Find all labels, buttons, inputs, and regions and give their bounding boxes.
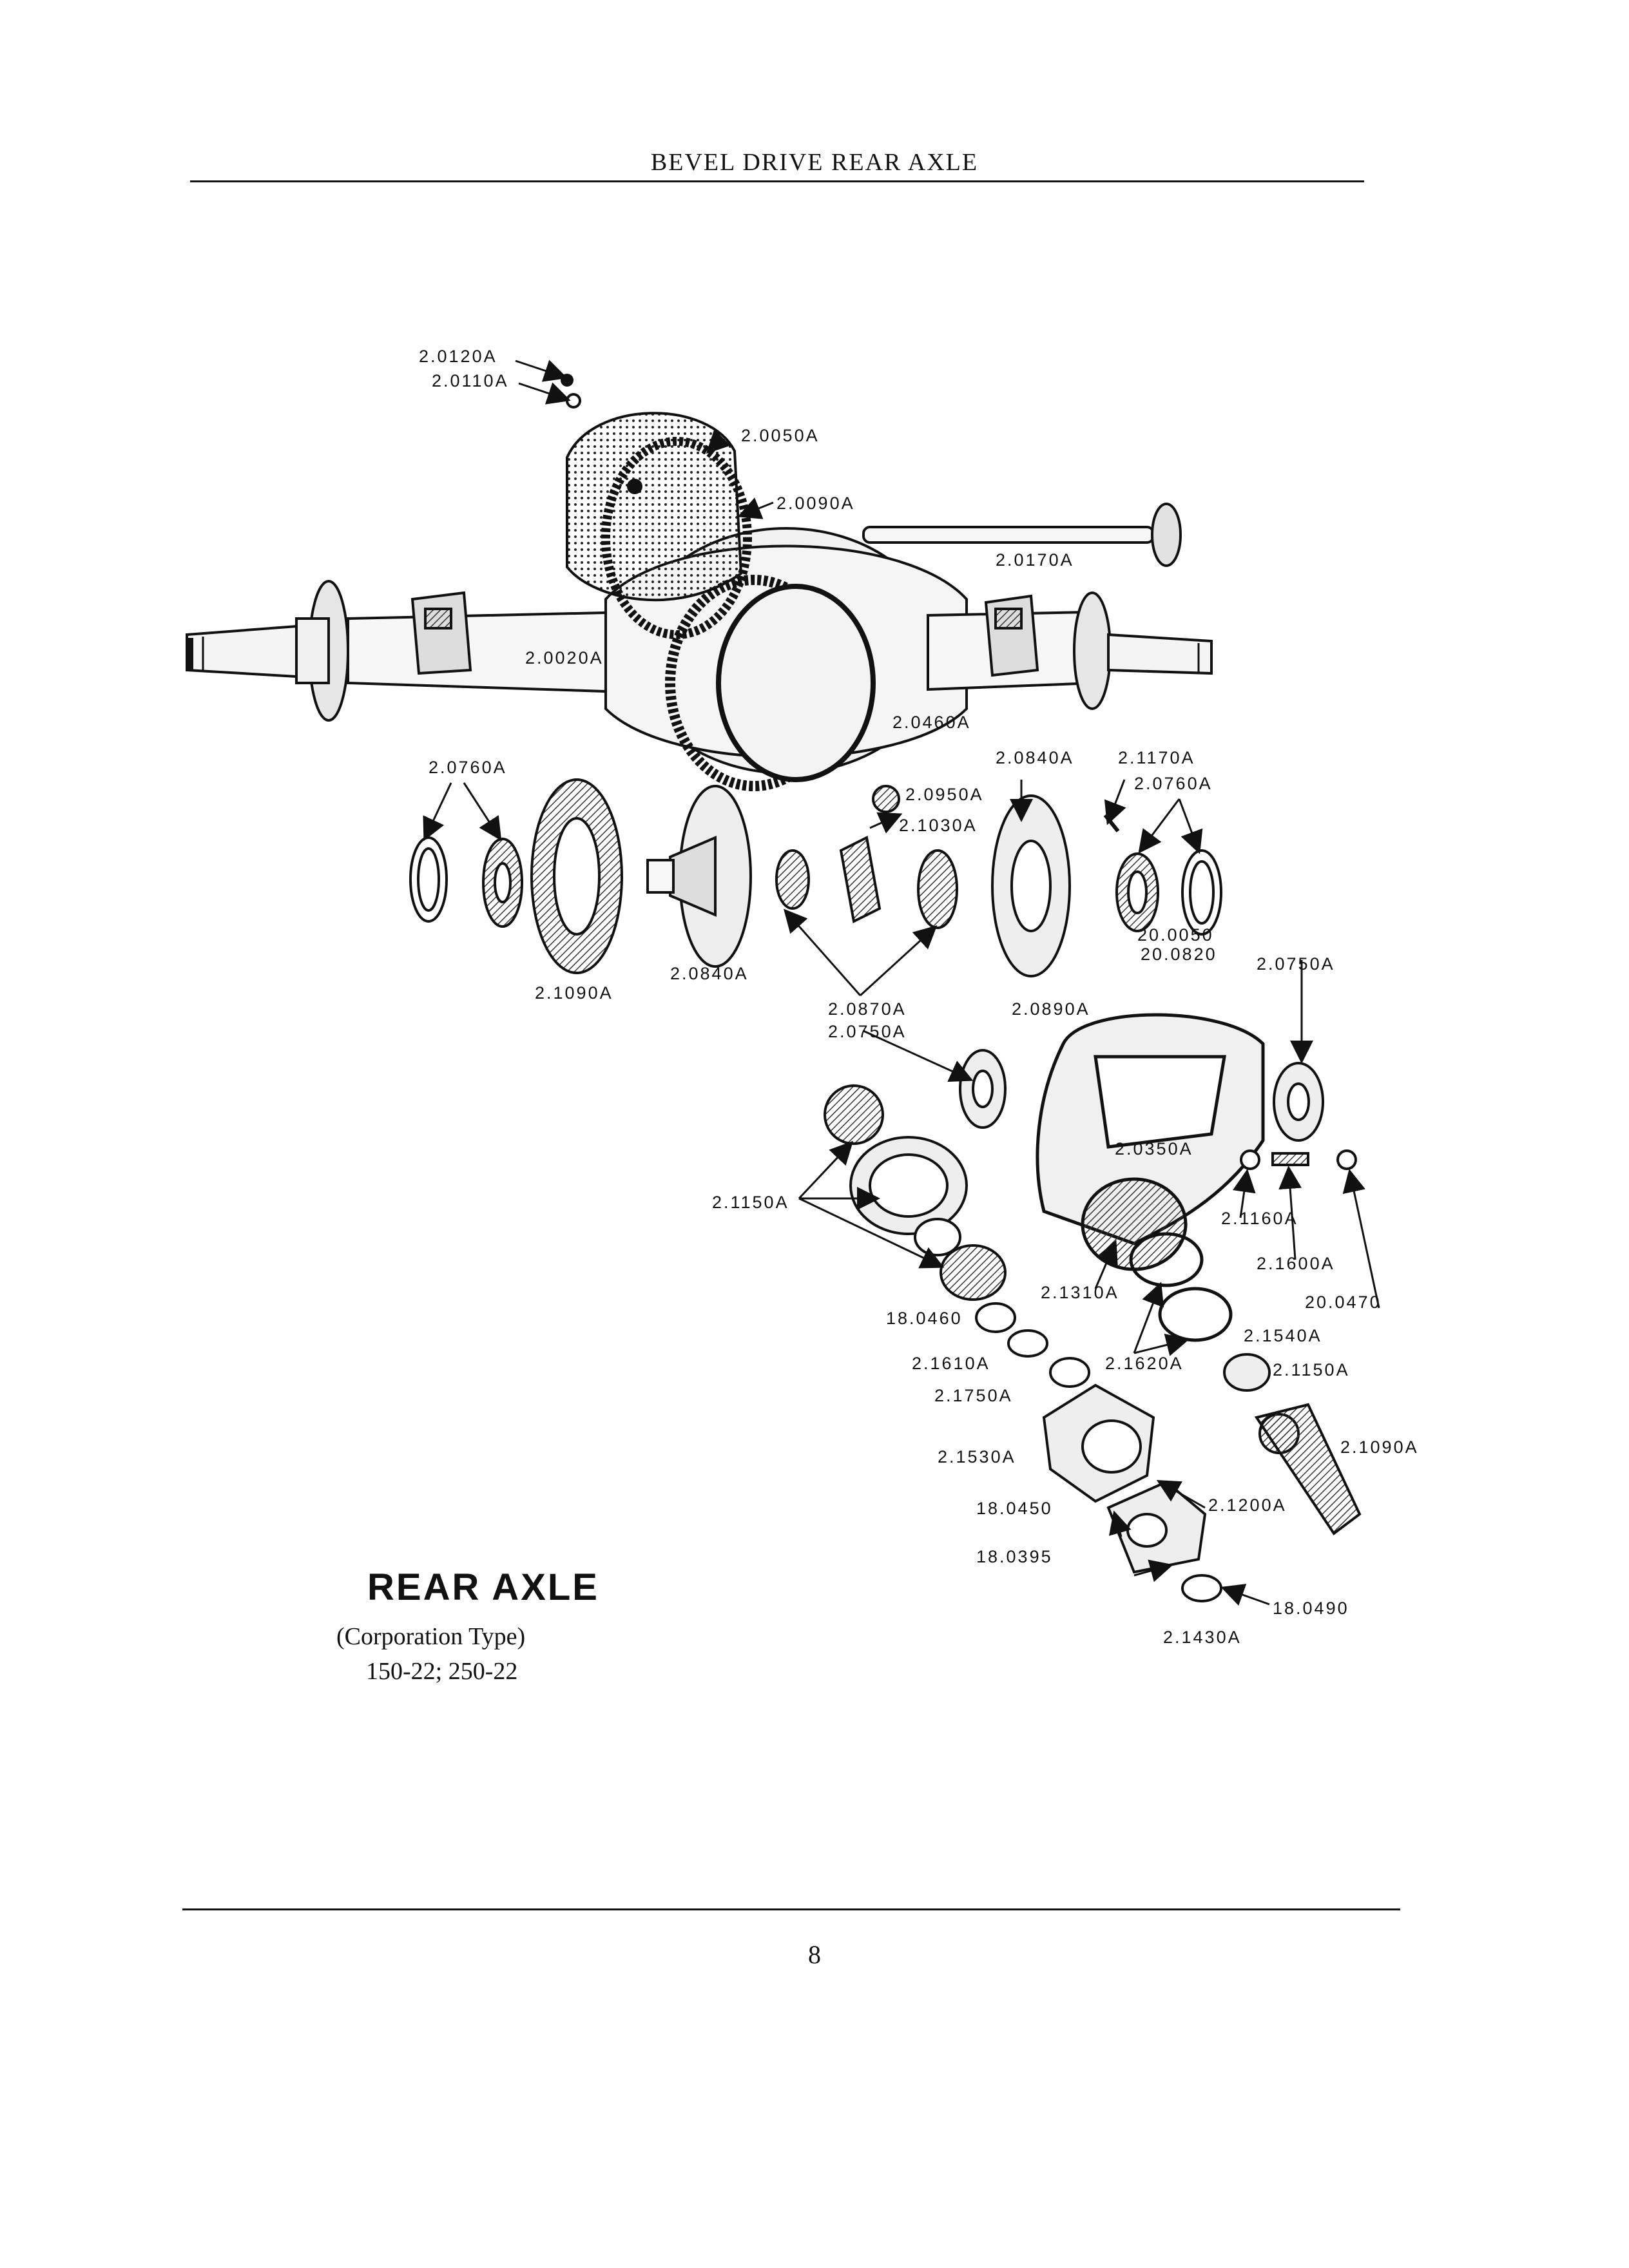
pinion-gasket-rings [1129, 1232, 1233, 1342]
callout-labels: 2.0120A 2.0110A 2.0050A 2.0090A 2.0170A … [419, 347, 1419, 1647]
callout-2-1200a: 2.1200A [1208, 1495, 1287, 1515]
callout-18-0450: 18.0450 [976, 1499, 1053, 1518]
callout-2-1160a: 2.1160A [1221, 1209, 1298, 1228]
leader-lines [423, 360, 1380, 1606]
callout-2-0760a-right: 2.0760A [1134, 774, 1213, 793]
bearing-cone-left [482, 838, 523, 928]
drive-pinion [1223, 1353, 1362, 1535]
right-adjusting-nut [1273, 1062, 1324, 1142]
caption-models: 150-22; 250-22 [366, 1658, 518, 1685]
carrier-housing [1036, 1013, 1265, 1271]
callout-2-0350a: 2.0350A [1115, 1139, 1193, 1158]
universal-joint-flange [1106, 1480, 1207, 1574]
side-gear [775, 849, 810, 910]
callout-2-1150a-left: 2.1150A [712, 1193, 789, 1212]
differential-case-half [646, 785, 752, 968]
axle-shaft [862, 503, 1182, 567]
side-gear-right [917, 849, 958, 929]
callout-18-0490: 18.0490 [1273, 1599, 1349, 1618]
callout-2-1430a: 2.1430A [1163, 1628, 1242, 1647]
callout-2-0840a-bottom: 2.0840A [670, 964, 749, 983]
callout-2-1170a: 2.1170A [1118, 748, 1195, 767]
callout-2-1540a: 2.1540A [1244, 1326, 1322, 1345]
caption-title: REAR AXLE [367, 1566, 599, 1608]
callout-18-0460: 18.0460 [886, 1309, 963, 1328]
callout-2-1090a-top: 2.1090A [535, 983, 613, 1003]
page-header: BEVEL DRIVE REAR AXLE [650, 149, 979, 176]
callout-2-0110a: 2.0110A [432, 371, 509, 390]
callout-2-0950a: 2.0950A [905, 785, 984, 804]
caption-subtitle: (Corporation Type) [336, 1623, 526, 1650]
adjusting-screw [1240, 1149, 1357, 1170]
adjusting-nut [959, 1049, 1007, 1129]
lock-pin [1103, 814, 1120, 832]
callout-2-0750a-left: 2.0750A [828, 1022, 907, 1041]
bearing-cone-right [1115, 852, 1159, 932]
callout-2-1530a: 2.1530A [938, 1447, 1016, 1466]
housing-cover [566, 412, 743, 602]
callout-20-0820: 20.0820 [1141, 945, 1217, 964]
callout-2-0170a: 2.0170A [996, 550, 1074, 570]
callout-2-0020a: 2.0020A [525, 648, 604, 668]
callout-2-1090a-right: 2.1090A [1340, 1437, 1419, 1457]
callout-2-0750a-right: 2.0750A [1257, 954, 1335, 974]
ring-gear [530, 778, 623, 974]
callout-2-1150a-right: 2.1150A [1273, 1360, 1350, 1379]
callout-20-0470: 20.0470 [1305, 1293, 1382, 1312]
callout-2-0760a-left: 2.0760A [429, 758, 507, 777]
header-rule [190, 180, 1364, 182]
carrier-opening [716, 584, 876, 782]
callout-2-1030a: 2.1030A [899, 816, 978, 835]
callout-2-1600a: 2.1600A [1257, 1254, 1335, 1273]
footer-rule [182, 1908, 1400, 1910]
bearing-cup-left [409, 836, 448, 923]
callout-2-0890a: 2.0890A [1012, 999, 1090, 1019]
callout-2-0460a: 2.0460A [892, 713, 971, 732]
pinion-retainer [1042, 1383, 1155, 1503]
callout-2-1610a: 2.1610A [912, 1354, 990, 1373]
callout-2-0120a: 2.0120A [419, 347, 497, 366]
callout-2-1750a: 2.1750A [934, 1386, 1013, 1405]
bearing-cup-right [1181, 849, 1222, 936]
callout-2-0050a: 2.0050A [741, 426, 820, 445]
differential-case-right [991, 794, 1071, 977]
callout-20-0050: 20.0050 [1137, 925, 1214, 945]
callout-2-0870a: 2.0870A [828, 999, 907, 1019]
washer [566, 393, 581, 408]
page-number: 8 [808, 1940, 821, 1969]
callout-2-1310a: 2.1310A [1041, 1283, 1119, 1302]
pinion-spider [839, 836, 882, 923]
callout-2-0090a: 2.0090A [776, 494, 855, 513]
callout-2-0840a-top: 2.0840A [996, 748, 1074, 767]
callout-18-0395: 18.0395 [976, 1547, 1053, 1566]
callout-2-1620a: 2.1620A [1105, 1354, 1184, 1373]
differential-pinion-top [872, 785, 900, 813]
flange-nut [1181, 1574, 1222, 1602]
shims-and-spacers [975, 1302, 1090, 1388]
